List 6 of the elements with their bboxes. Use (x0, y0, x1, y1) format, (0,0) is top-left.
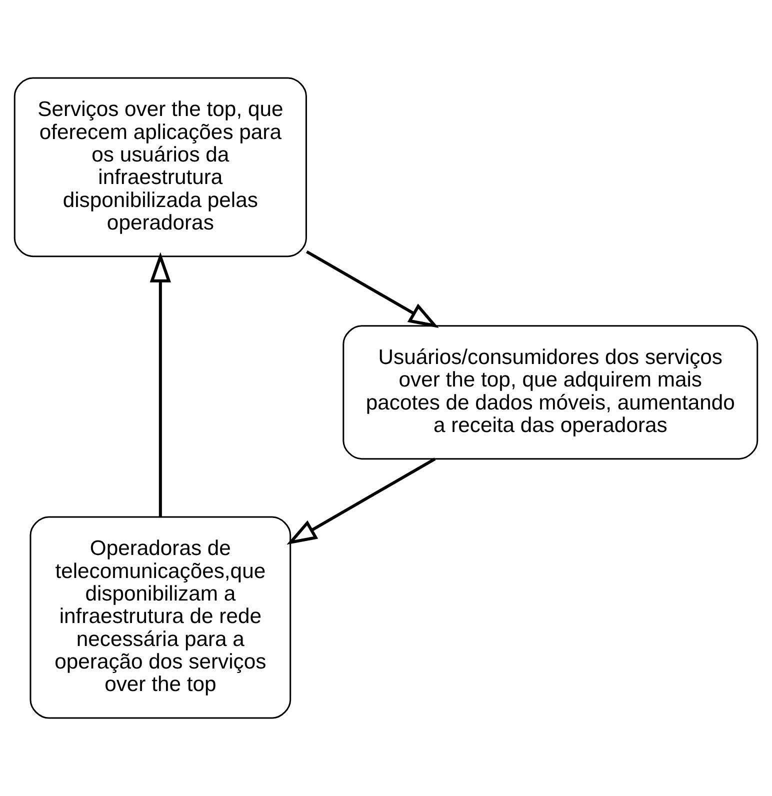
arrow (150, 252, 171, 517)
arrow (286, 458, 436, 545)
node-box: Serviços over the top, que oferecem aplicações para os usuários da infraestrutura disponibilizada pelas operadoras (14, 77, 307, 258)
node-box: Usuários/consumidores dos serviços over the top, que adquirem mais pacotes de dados móveis, aumentando a receita das operadoras (342, 325, 758, 460)
arrow (306, 250, 439, 328)
node-box: Operadoras de telecomunicações,que disponibilizam a infraestrutura de rede necessária para a operação dos serviços over the top (30, 516, 292, 719)
